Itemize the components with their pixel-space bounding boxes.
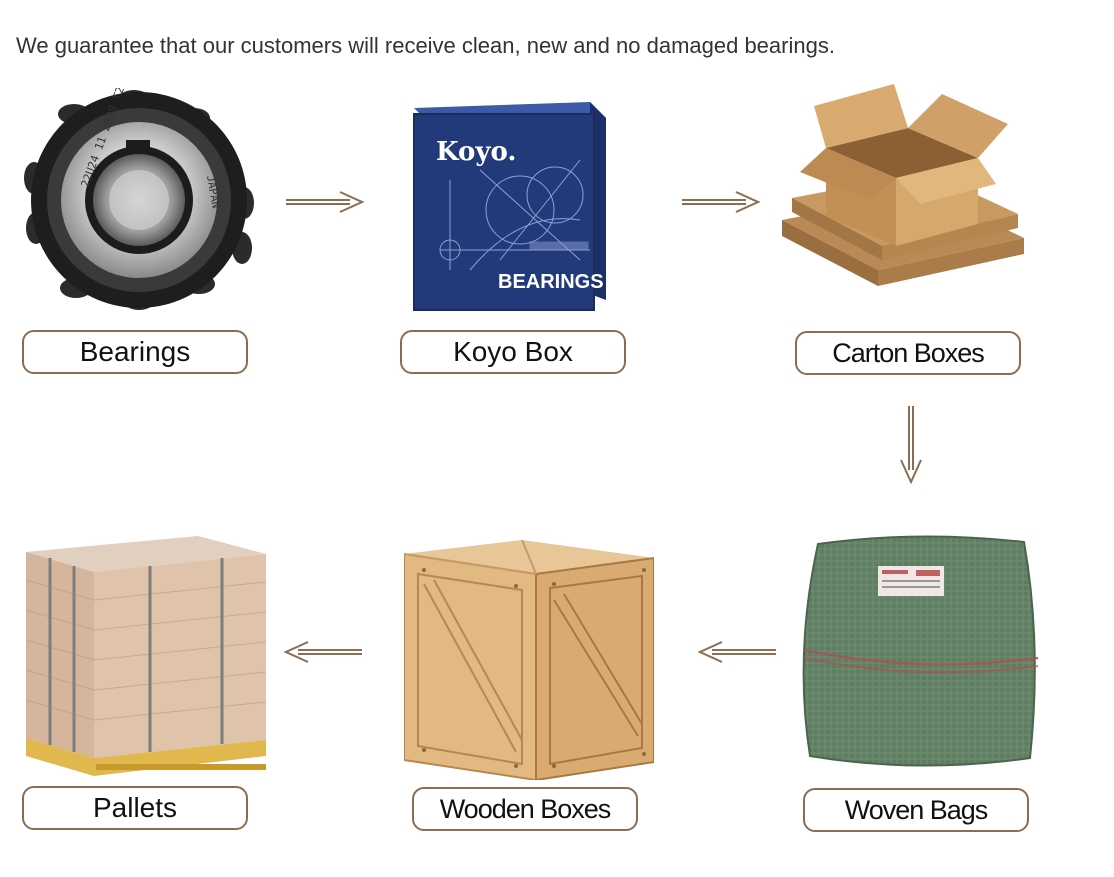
woven-bags-image: [802, 535, 1039, 767]
koyo-bearings-text: BEARINGS: [498, 271, 604, 293]
arrow-left-icon: [284, 641, 362, 663]
arrow-right-icon: [286, 191, 364, 213]
cut-off-text-line: [16, 0, 22, 3]
pallets-image: [25, 536, 267, 776]
stage-label-carton-boxes: Carton Boxes: [795, 331, 1021, 375]
intro-text: We guarantee that our customers will rec…: [16, 33, 835, 58]
bearing-origin: JAPAN: [204, 174, 223, 209]
stage-label-woven-bags: Woven Bags: [803, 788, 1029, 832]
stage-label-bearings: Bearings: [22, 330, 248, 374]
koyo-box-image: Koyo. BEARINGS: [413, 102, 606, 311]
carton-boxes-image: [782, 84, 1024, 286]
stage-label-wooden-boxes: Wooden Boxes: [412, 787, 638, 831]
arrow-right-icon: [682, 191, 760, 213]
arrow-left-icon: [698, 641, 776, 663]
bearing-image: 22U24 11 2629 T2 JAPAN: [24, 88, 254, 310]
arrow-down-icon: [900, 406, 922, 484]
wooden-boxes-image: [404, 540, 654, 780]
stage-label-koyo-box: Koyo Box: [400, 330, 626, 374]
stage-label-pallets: Pallets: [22, 786, 248, 830]
koyo-brand-text: Koyo.: [436, 137, 516, 167]
